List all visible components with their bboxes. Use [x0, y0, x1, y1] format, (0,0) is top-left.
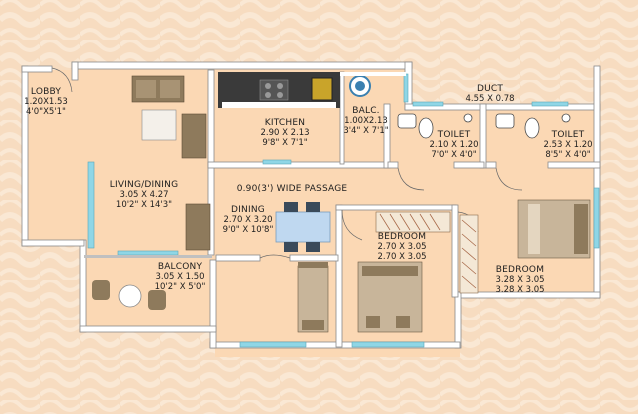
balc-dim-m: 1.00X2.13 [344, 116, 388, 126]
bedroom1-furniture [297, 262, 329, 333]
stove-icon [259, 79, 289, 101]
passage-label: 0.90(3') WIDE PASSAGE [232, 184, 352, 194]
bedroom1-dim-m: 2.70 X 3.05 [377, 242, 427, 252]
bedroom2-label: BEDROOM 3.28 X 3.05 3.28 X 3.05 [488, 265, 552, 295]
chair-icon [306, 202, 320, 212]
inner-walls [71, 61, 601, 348]
living-name: LIVING/DINING [109, 180, 179, 190]
dining-name: DINING [231, 205, 265, 215]
armchair-icon [181, 113, 207, 159]
bedroom2-dim-m: 3.28 X 3.05 [495, 275, 545, 285]
chair-icon [306, 242, 320, 252]
kitchen-dim-m: 2.90 X 2.13 [260, 128, 310, 138]
passage-name: 0.90(3') WIDE PASSAGE [236, 184, 348, 194]
bedroom1-label: BEDROOM 2.70 X 3.05 2.70 X 3.05 [370, 232, 434, 262]
living-dim-m: 3.05 X 4.27 [119, 190, 169, 200]
chair-icon [284, 202, 298, 212]
dining-table [275, 202, 331, 252]
table-icon [275, 211, 331, 243]
dining-dim-ft: 9'0" X 10'8" [222, 225, 274, 235]
living-dim-ft: 10'2" X 14'3" [115, 200, 173, 210]
kitchen-name: KITCHEN [264, 118, 306, 128]
balcony-rail [84, 72, 406, 258]
basin-icon [397, 113, 417, 129]
outer-walls [21, 61, 601, 349]
dining-dim-m: 2.70 X 3.20 [223, 215, 273, 225]
balcony-dim-m: 3.05 X 1.50 [155, 272, 205, 282]
chair-icon [284, 242, 298, 252]
toilet2-name: TOILET [551, 130, 585, 140]
balcony-furniture [92, 280, 166, 310]
balcony-label: BALCONY 3.05 X 1.50 10'2" X 5'0" [150, 262, 210, 292]
toilet1-dim-m: 2.10 X 1.20 [429, 140, 479, 150]
wardrobe-icon [375, 211, 451, 233]
toilet1-dim-ft: 7'0" X 4'0" [431, 150, 477, 160]
toilet1-name: TOILET [437, 130, 471, 140]
lobby-name: LOBBY [30, 87, 62, 97]
basin-icon [495, 113, 515, 129]
bedroom-center-furniture [357, 211, 451, 333]
kitchen-label: KITCHEN 2.90 X 2.13 9'8" X 7'1" [240, 118, 330, 148]
kitchen-counter [218, 72, 371, 108]
tap-icon [561, 113, 571, 123]
toilet-icon [524, 117, 540, 139]
dining-label: DINING 2.70 X 3.20 9'0" X 10'8" [218, 205, 278, 235]
bedroom1-name: BEDROOM [377, 232, 427, 242]
toilet-icon [418, 117, 434, 139]
balcony-dim-ft: 10'2" X 5'0" [154, 282, 206, 292]
duct-label: DUCT 4.55 X 0.78 [455, 84, 525, 104]
duct-dim-m: 4.55 X 0.78 [465, 94, 515, 104]
living-furniture [131, 75, 211, 251]
chair-icon [148, 290, 166, 310]
coffee-table-icon [141, 109, 177, 141]
toilet2-dim-m: 2.53 X 1.20 [543, 140, 593, 150]
toilet1-label: TOILET 2.10 X 1.20 7'0" X 4'0" [422, 130, 486, 160]
balcony-name: BALCONY [157, 262, 203, 272]
lobby-dim-m: 1.20X1.53 [24, 97, 68, 107]
bedroom2-dim-ft: 3.28 X 3.05 [495, 285, 545, 295]
bedroom1-dim-ft: 2.70 X 3.05 [377, 252, 427, 262]
windows [87, 73, 600, 348]
kitchen-dim-ft: 9'8" X 7'1" [262, 138, 308, 148]
balc-dim-ft: 3'4" X 7'1" [343, 126, 389, 136]
tap-icon [463, 113, 473, 123]
lobby-label: LOBBY 1.20X1.53 4'0"X5'1" [24, 87, 68, 117]
chair-icon [92, 280, 110, 300]
round-table-icon [118, 284, 142, 308]
duct-name: DUCT [476, 84, 504, 94]
balc-name: BALC. [352, 106, 380, 116]
bedroom2-furniture [459, 199, 591, 294]
sideboard-icon [185, 203, 211, 251]
sink-icon [311, 77, 333, 101]
balc-label: BALC. 1.00X2.13 3'4" X 7'1" [340, 106, 392, 136]
toilet2-dim-ft: 8'5" X 4'0" [545, 150, 591, 160]
toilet-fixtures [397, 113, 571, 139]
living-label: LIVING/DINING 3.05 X 4.27 10'2" X 14'3" [100, 180, 188, 210]
lobby-dim-ft: 4'0"X5'1" [26, 107, 66, 117]
toilet2-label: TOILET 2.53 X 1.20 8'5" X 4'0" [536, 130, 600, 160]
bedroom2-name: BEDROOM [495, 265, 545, 275]
